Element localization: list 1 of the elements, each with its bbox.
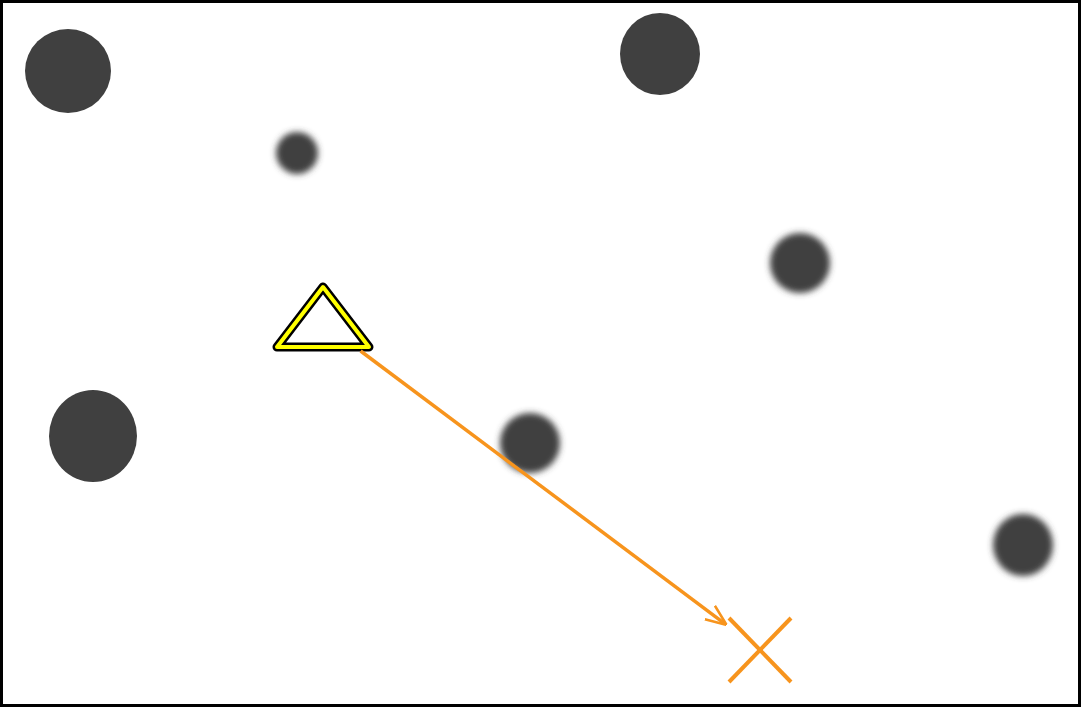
arrow — [359, 349, 728, 627]
